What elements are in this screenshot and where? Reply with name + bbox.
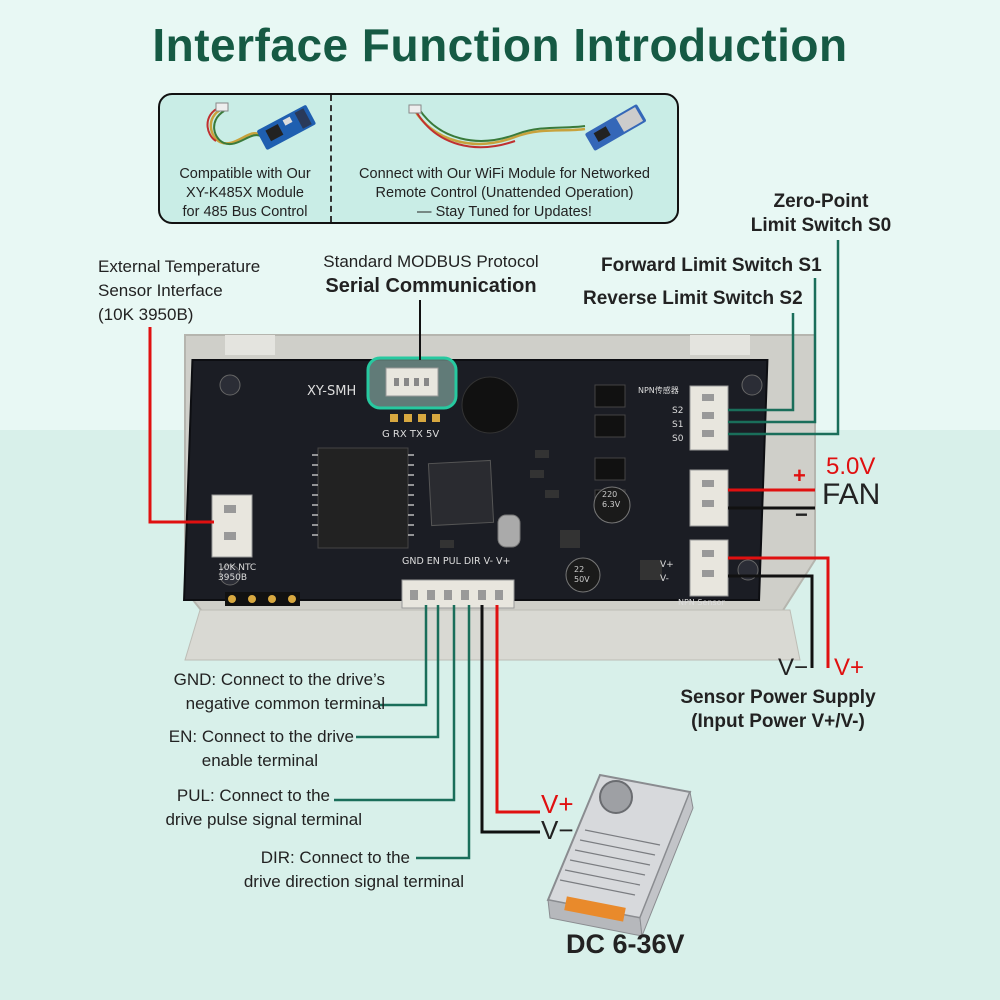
serial-protocol-label: Standard MODBUS Protocol Serial Communic…	[323, 252, 539, 297]
fan-connector	[689, 469, 729, 527]
sensor-pin-labels: V+V-	[660, 560, 674, 584]
enclosure-notch-2	[225, 335, 275, 355]
sensor-power-label: Sensor Power Supply (Input Power V+/V-)	[680, 687, 876, 732]
control-connector-pins	[410, 590, 503, 600]
rs485-module-text: Compatible with Our XY-K485X Module for …	[179, 166, 311, 220]
sensor-vminus-label: V−	[778, 654, 809, 681]
s2-leader-line	[728, 313, 795, 412]
mount-hole	[219, 374, 241, 396]
buzzer	[461, 376, 519, 434]
power-vminus-label: V−	[541, 815, 574, 845]
uart-connector-pins	[394, 378, 429, 386]
mcu-chip	[427, 459, 495, 527]
npn-bottom-silkscreen: NPN Sensor	[678, 598, 725, 607]
sensor-vplus-label: V+	[834, 654, 865, 681]
fan-voltage-label: 5.0V	[826, 453, 876, 480]
small-components	[440, 450, 662, 580]
sensor-vplus-wire	[728, 556, 830, 668]
power-vplus-wire	[495, 605, 540, 814]
ntc-pads	[228, 595, 296, 603]
temp-sensor-label: External Temperature Sensor Interface (1…	[98, 257, 261, 324]
control-pin-labels: GND EN PUL DIR V- V+	[402, 556, 511, 567]
sensor-vminus-wire	[728, 574, 814, 668]
enclosure-front-lip	[184, 609, 801, 661]
info-box-divider	[330, 95, 332, 222]
page-title: Interface Function Introduction	[152, 19, 848, 71]
limit-switch-s1-label: Forward Limit Switch S1	[601, 255, 822, 276]
pul-leader-line	[334, 605, 456, 802]
power-vminus-wire	[480, 605, 540, 834]
pul-label: PUL: Connect to the drive pulse signal t…	[165, 786, 362, 829]
uart-connector	[385, 367, 439, 397]
en-label: EN: Connect to the drive enable terminal	[168, 727, 354, 770]
uart-pads	[390, 414, 440, 422]
ntc-pad-row	[225, 592, 300, 606]
wifi-module-text: Connect with Our WiFi Module for Network…	[359, 166, 650, 220]
fan-connector-pins	[702, 480, 714, 507]
sensor-power-connector	[689, 539, 729, 597]
limit-switch-s0-label: Zero-Point Limit Switch S0	[750, 191, 892, 236]
sensor-power-connector-pins	[702, 550, 714, 577]
gnd-label: GND: Connect to the drive’s negative com…	[173, 670, 385, 713]
power-supply-label: DC 6-36V	[566, 929, 685, 959]
fan-minus-sign: −	[795, 502, 808, 527]
ntc-connector	[211, 494, 253, 558]
fan-label: FAN	[822, 478, 881, 511]
capacitor-22uf	[565, 557, 601, 593]
enclosure-notch	[690, 335, 750, 355]
capacitor-220uf	[593, 486, 631, 524]
ntc-leader-line	[148, 327, 214, 524]
rs485-module-image	[206, 102, 316, 150]
dir-label: DIR: Connect to the drive direction sign…	[243, 848, 464, 891]
board-brand: XY-SMH	[307, 384, 357, 399]
dir-leader-line	[416, 605, 471, 860]
module-info-box: Compatible with Our XY-K485X Module for …	[158, 93, 679, 224]
fan-plus-sign: +	[793, 463, 806, 488]
uart-pin-labels: G RX TX 5V	[382, 429, 440, 440]
gnd-leader-line	[380, 605, 428, 707]
driver-chip	[317, 447, 409, 549]
ntc-connector-pins	[224, 505, 236, 540]
limit-switch-s2-label: Reverse Limit Switch S2	[583, 288, 803, 309]
s0-leader-line	[728, 240, 840, 436]
mount-hole	[741, 374, 763, 396]
power-supply-unit	[546, 773, 694, 937]
wifi-module-image	[408, 104, 646, 151]
npn-top-silkscreen: NPN传感器	[638, 386, 679, 395]
driver-chip-pins	[312, 454, 414, 536]
en-leader-line	[356, 605, 440, 739]
mount-hole	[219, 564, 241, 586]
limit-connector-pins	[702, 394, 714, 437]
crystal	[497, 514, 521, 548]
power-vplus-label: V+	[541, 789, 574, 819]
s1-leader-line	[728, 278, 817, 424]
